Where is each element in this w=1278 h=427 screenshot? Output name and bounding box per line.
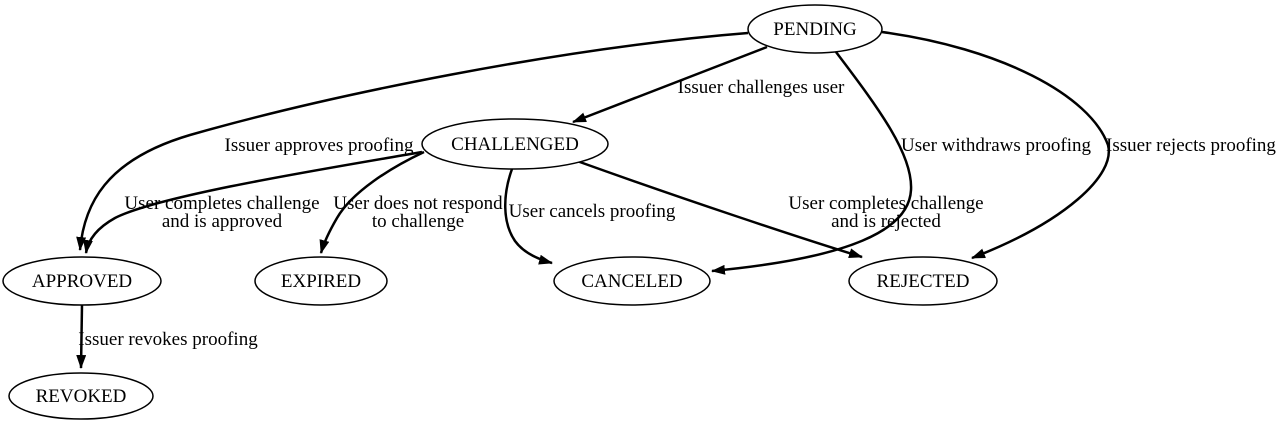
edge-pending-challenged-path (572, 45, 768, 124)
edge-pending-challenged-label-line1: Issuer challenges user (678, 77, 845, 98)
node-challenged: CHALLENGED (421, 118, 609, 170)
edge-pending-approved-path (76, 31, 749, 251)
node-revoked-ellipse (8, 372, 154, 420)
edge-pending-approved: Issuer approves proofing (76, 31, 749, 251)
edge-challenged-approved-path (83, 150, 423, 254)
node-rejected-label: REJECTED (877, 271, 970, 292)
edge-pending-canceled-path (711, 51, 913, 275)
edge-challenged-rejected-label-line2: and is rejected (831, 211, 941, 232)
edge-pending-rejected-label-line1: Issuer rejects proofing (1106, 135, 1276, 156)
node-challenged-label: CHALLENGED (451, 134, 579, 155)
node-expired-ellipse (254, 256, 388, 306)
node-canceled-label: CANCELED (581, 271, 682, 292)
edge-challenged-approved-label-line1: User completes challenge (124, 193, 319, 214)
edge-challenged-expired-path (319, 150, 425, 254)
edge-challenged-expired-label-line2: to challenge (372, 211, 464, 232)
edge-challenged-approved-label-line2: and is approved (162, 211, 283, 232)
edge-challenged-rejected-path (576, 159, 863, 259)
edge-pending-canceled: User withdraws proofing (711, 51, 1091, 275)
node-challenged-ellipse (421, 118, 609, 170)
node-rejected-ellipse (848, 256, 998, 306)
edge-pending-approved-label-line1: Issuer approves proofing (225, 135, 414, 156)
edge-pending-rejected: Issuer rejects proofing (881, 30, 1276, 260)
node-revoked: REVOKED (8, 372, 154, 420)
edge-approved-revoked: Issuer revokes proofing (76, 304, 258, 369)
node-rejected: REJECTED (848, 256, 998, 306)
node-pending-ellipse (747, 4, 883, 54)
node-expired: EXPIRED (254, 256, 388, 306)
edge-challenged-canceled: User cancels proofing (504, 168, 676, 265)
edge-challenged-expired-label-line1: User does not respond (333, 193, 503, 214)
node-pending: PENDING (747, 4, 883, 54)
node-pending-label: PENDING (773, 19, 857, 40)
node-expired-label: EXPIRED (281, 271, 361, 292)
edge-challenged-canceled-label-line1: User cancels proofing (509, 201, 676, 222)
edge-pending-challenged: Issuer challenges user (572, 45, 845, 124)
edge-approved-revoked-label-line1: Issuer revokes proofing (78, 329, 258, 350)
node-approved-ellipse (2, 256, 162, 306)
node-canceled-ellipse (553, 256, 711, 306)
node-approved: APPROVED (2, 256, 162, 306)
nodes-layer: PENDING CHALLENGED APPROVED EXPIRED CANCELED… (2, 4, 998, 420)
edge-approved-revoked-path (76, 304, 87, 369)
node-revoked-label: REVOKED (36, 386, 127, 407)
edge-challenged-canceled-path (504, 168, 553, 265)
node-canceled: CANCELED (553, 256, 711, 306)
node-approved-label: APPROVED (32, 271, 132, 292)
edge-challenged-rejected-label-line1: User completes challenge (788, 193, 983, 214)
edge-pending-rejected-path (881, 30, 1111, 260)
edge-pending-canceled-label-line1: User withdraws proofing (901, 135, 1091, 156)
